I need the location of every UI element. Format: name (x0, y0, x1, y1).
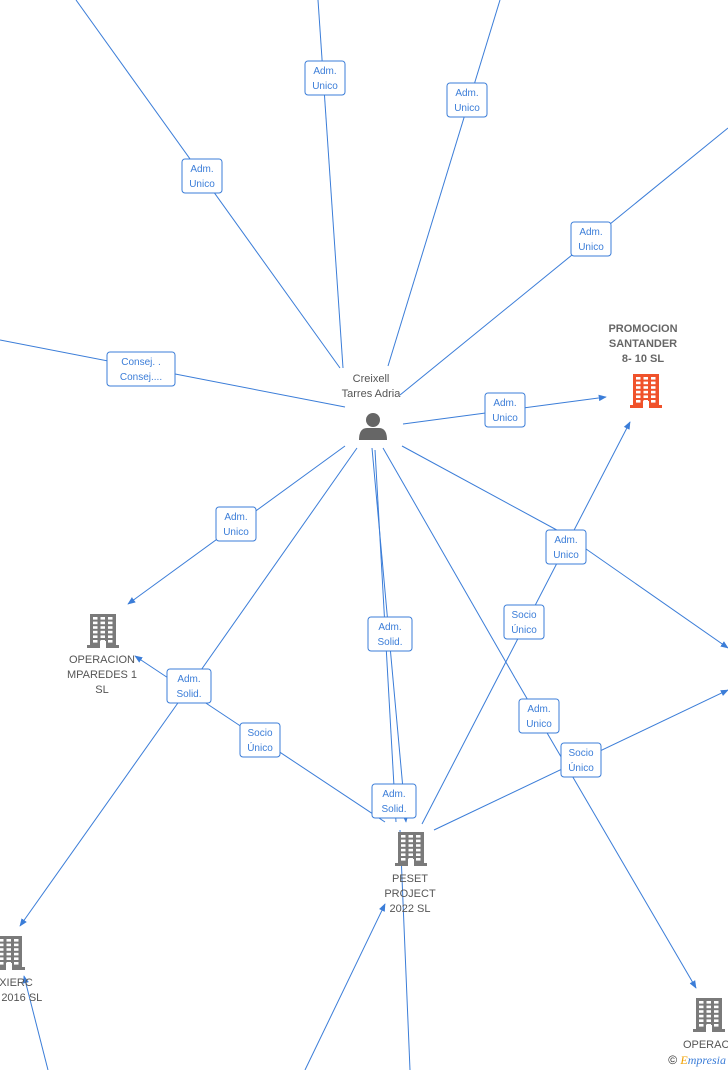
node-peset[interactable]: PESET PROJECT 2022 SL (384, 832, 436, 915)
edge-label-text: Socio (511, 610, 536, 621)
edge-line (22, 975, 49, 1070)
edge-label-1[interactable]: Adm. Unico (181, 158, 223, 194)
node-label: XIERC (0, 977, 33, 989)
edge-label-8[interactable]: Adm. Unico (545, 529, 587, 565)
edge-label-text: Adm. (190, 164, 213, 175)
copyright-symbol: © (668, 1053, 678, 1067)
edge-label-text: Unico (312, 81, 338, 92)
edge-label-text: Único (247, 741, 273, 754)
edge-label-text: Socio (247, 728, 272, 739)
edge-line (317, 0, 344, 369)
node-promocion[interactable]: PROMOCION SANTANDER 8- 10 SL (608, 323, 678, 408)
edge-label-text: Adm. (382, 789, 405, 800)
node-label: O 2016 SL (0, 992, 42, 1004)
edge-label-15[interactable]: Adm. Solid. (371, 783, 417, 819)
edge-label-text: Unico (553, 550, 579, 561)
edge-line (304, 903, 386, 1070)
node-label: MPAREDES 1 (67, 669, 137, 681)
edge-label-text: Consej.... (120, 372, 162, 383)
edge-label-text: Único (511, 623, 537, 636)
edge-label-6[interactable]: Adm. Unico (484, 392, 526, 428)
edge-label-text: Adm. (579, 227, 602, 238)
edge-label-5[interactable]: Consej. . Consej.... (106, 351, 176, 387)
edge-line (179, 447, 358, 701)
person-icon (359, 413, 387, 440)
edge-label-4[interactable]: Adm. Unico (570, 221, 612, 257)
node-label: PROMOCION (608, 323, 677, 335)
edge-label-text: Solid. (176, 689, 201, 700)
edge-label-3[interactable]: Adm. Unico (446, 82, 488, 118)
edge-label-text: Adm. (493, 398, 516, 409)
edge-label-11[interactable]: Adm. Solid. (166, 668, 212, 704)
edge-label-text: Adm. (554, 535, 577, 546)
brand-initial: E (680, 1053, 688, 1067)
edge-label-text: Solid. (377, 637, 402, 648)
node-label: Tarres Adria (342, 388, 402, 400)
edge-label-text: Socio (568, 748, 593, 759)
edge-label-text: Adm. (313, 66, 336, 77)
edge-line (399, 127, 728, 396)
node-label: PESET (392, 873, 428, 885)
edge-line (387, 0, 501, 367)
edge-line (382, 447, 516, 679)
edge-label-13[interactable]: Adm. Unico (518, 698, 560, 734)
node-label: SANTANDER (609, 338, 677, 350)
edge-label-text: Unico (189, 179, 215, 190)
node-label: OPERACIO (683, 1039, 728, 1051)
edge-line (19, 699, 181, 927)
building-icon (693, 998, 725, 1032)
edge-line (565, 534, 728, 649)
edge-label-text: Solid. (381, 804, 406, 815)
edge-label-text: Unico (492, 413, 518, 424)
node-label: PROJECT (384, 888, 436, 900)
edge-label-text: Adm. (527, 704, 550, 715)
building-icon (0, 936, 25, 970)
node-label: Creixell (353, 373, 390, 385)
node-label: 8- 10 SL (622, 353, 664, 365)
edge-label-text: Unico (223, 527, 249, 538)
edge-line (399, 829, 411, 1070)
building-icon (87, 614, 119, 648)
node-xierc[interactable]: XIERC O 2016 SL (0, 936, 42, 1004)
building-icon (630, 374, 662, 408)
node-label: OPERACION (69, 654, 135, 666)
edge-label-text: Unico (526, 719, 552, 730)
edge-label-text: Consej. . (121, 357, 160, 368)
edge-label-text: Adm. (378, 622, 401, 633)
edge-label-2[interactable]: Adm. Unico (304, 60, 346, 96)
node-operacion1[interactable]: OPERACION MPAREDES 1 SL (67, 614, 137, 696)
edge-label-10[interactable]: Adm. Solid. (367, 616, 413, 652)
edge-line (401, 445, 567, 536)
edge-label-text: Unico (578, 242, 604, 253)
brand-footer: © Empresia (668, 1053, 726, 1068)
node-operacio_br[interactable]: OPERACIO (683, 998, 728, 1051)
node-label: SL (95, 684, 108, 696)
edge-labels-layer: Adm.UnicoAdm.UnicoAdm.UnicoAdm.UnicoCons… (106, 60, 612, 819)
node-label: 2022 SL (390, 903, 431, 915)
edge-label-text: Único (568, 761, 594, 774)
building-icon (395, 832, 427, 866)
edge-label-text: Unico (454, 103, 480, 114)
brand-name: mpresia (687, 1053, 726, 1067)
edge-label-text: Adm. (224, 512, 247, 523)
edge-label-7[interactable]: Adm. Unico (215, 506, 257, 542)
edge-label-text: Adm. (177, 674, 200, 685)
edge-label-text: Adm. (455, 88, 478, 99)
